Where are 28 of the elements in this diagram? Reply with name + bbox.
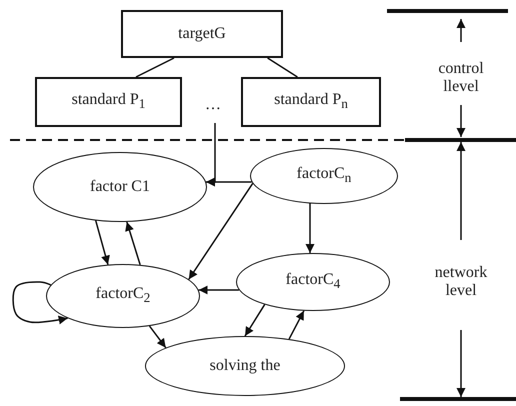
process-box bbox=[121, 10, 283, 58]
node-label: solving the bbox=[210, 357, 280, 375]
node-label: factorC$_{2}$ bbox=[96, 285, 150, 307]
ellipse-node bbox=[236, 253, 390, 311]
process-box bbox=[35, 77, 182, 127]
node-label: targetG bbox=[178, 25, 226, 43]
self-loop-arrow bbox=[12, 281, 68, 324]
connector-line bbox=[136, 57, 174, 78]
node-label: standard P$_{n}$ bbox=[274, 91, 348, 113]
arrow bbox=[206, 178, 252, 186]
ellipse-node bbox=[250, 148, 398, 204]
arrow bbox=[244, 304, 266, 336]
node-label: factorC$_{n}$ bbox=[296, 165, 352, 187]
node-label: factorC$_{4}$ bbox=[286, 271, 340, 293]
arrow bbox=[95, 220, 110, 265]
ellipse-node bbox=[46, 264, 200, 328]
process-box bbox=[241, 77, 381, 127]
arrow bbox=[188, 183, 254, 280]
arrow bbox=[306, 204, 314, 254]
arrow bbox=[148, 326, 166, 348]
node-label: standard P$_{1}$ bbox=[72, 91, 146, 113]
ellipse-node bbox=[33, 152, 207, 222]
connector-line bbox=[267, 57, 298, 78]
arrow bbox=[198, 286, 239, 294]
arrow bbox=[288, 310, 305, 340]
node-label: factor C1 bbox=[90, 178, 150, 196]
ellipse-node bbox=[145, 336, 345, 396]
arrow bbox=[125, 222, 141, 266]
